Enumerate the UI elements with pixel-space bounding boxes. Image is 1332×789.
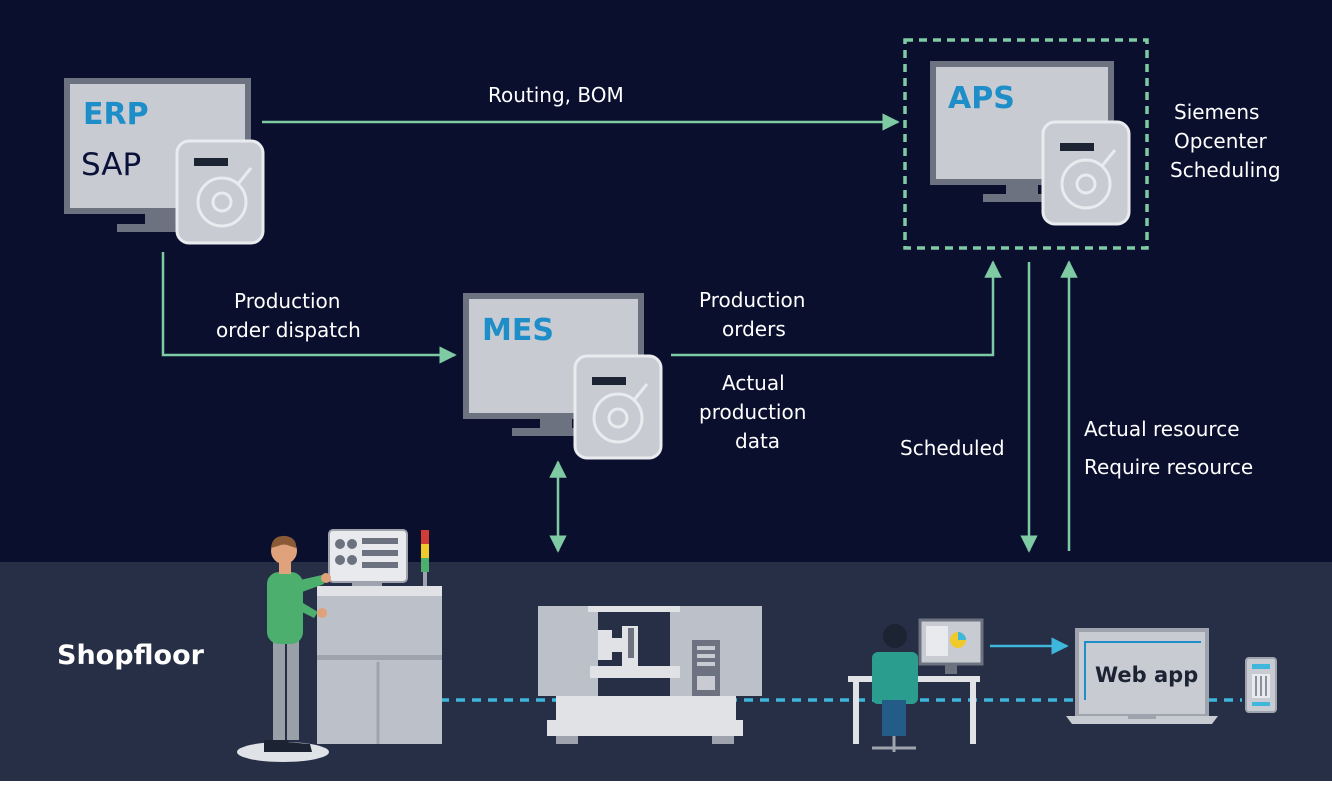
desk-worker-icon <box>848 618 984 752</box>
actual-production-label-line-1: Actual <box>722 371 785 395</box>
erp-vendor-label: SAP <box>81 147 141 183</box>
server-computer-icon <box>175 139 265 245</box>
signal-tower-icon <box>421 530 429 586</box>
production-orders-arrow <box>671 260 1002 357</box>
mes-label: MES <box>482 313 554 348</box>
erp-computer <box>64 78 265 245</box>
control-cabinet-icon <box>317 529 442 744</box>
erp-label: ERP <box>83 97 149 132</box>
laptop-icon <box>1066 628 1218 724</box>
actual-production-label-line-3: data <box>735 429 780 453</box>
operator-icon <box>237 535 331 762</box>
production-orders-label-line-2: orders <box>722 317 786 341</box>
actual-resource-label: Actual resource <box>1084 417 1240 441</box>
server-computer-icon <box>573 354 663 460</box>
actual-production-label-line-2: production <box>699 400 806 424</box>
scheduled-label: Scheduled <box>900 436 1005 460</box>
aps-product-line-1: Siemens <box>1174 100 1259 124</box>
web-app-label: Web app <box>1095 663 1198 687</box>
routing-bom-label: Routing, BOM <box>488 83 624 107</box>
shopfloor-title: Shopfloor <box>57 640 205 671</box>
production-orders-label-line-1: Production <box>699 288 805 312</box>
dispatch-label-line-1: Production <box>234 289 340 313</box>
aps-product-line-3: Scheduling <box>1170 158 1281 182</box>
aps-computer <box>930 61 1131 226</box>
aps-label: APS <box>948 81 1015 116</box>
server-computer-icon <box>1041 120 1131 226</box>
aps-product-line-2: Opcenter <box>1174 129 1268 153</box>
dispatch-arrow <box>161 252 457 364</box>
mes-computer <box>463 293 663 460</box>
dispatch-label-line-2: order dispatch <box>216 318 361 342</box>
device-icon <box>1245 657 1277 713</box>
require-resource-label: Require resource <box>1084 455 1253 479</box>
bottom-edge <box>0 781 1332 789</box>
cnc-machine-icon <box>538 606 762 744</box>
